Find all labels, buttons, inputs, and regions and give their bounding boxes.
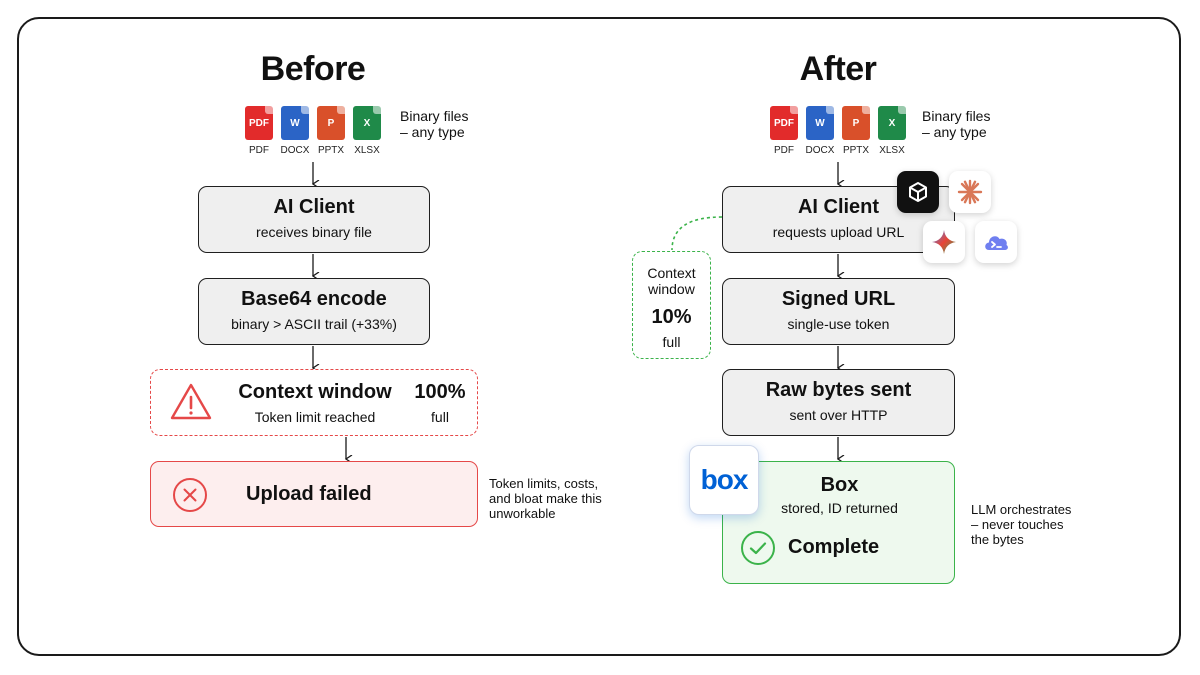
after-file-pptx: P PPTX [838,106,874,156]
upload-failed-node: Upload failed [150,461,478,527]
before-note-line: and bloat make this [489,491,602,506]
pdf-file-icon: PDF [770,106,798,140]
before-files-note: Binary files – any type [400,108,468,140]
raw-bytes-node: Raw bytes sent sent over HTTP [722,369,955,436]
box-storage-node: Box stored, ID returned Complete [722,461,955,584]
file-type-label: XLSX [879,145,905,156]
terminal-cloud-icon [975,221,1017,263]
context-percent-label: full [431,409,449,425]
powerpoint-file-icon: P [317,106,345,140]
context-title-line: Context [647,265,696,281]
file-type-label: PPTX [317,145,345,156]
node-subtitle: receives binary file [256,224,372,240]
node-title: AI Client [797,196,880,218]
node-subtitle: requests upload URL [772,224,905,240]
file-type-label: XLSX [354,145,380,156]
context-percent: 10% [651,306,692,328]
signed-url-node: Signed URL single-use token [722,278,955,345]
node-subtitle: binary > ASCII trail (+33%) [231,316,397,332]
pdf-file-icon: PDF [245,106,273,140]
file-type-label: PPTX [842,145,870,156]
file-type-label: DOCX [280,145,310,156]
complete-label: Complete [788,536,880,558]
before-file-xlsx: X XLSX [349,106,385,156]
after-files-note: Binary files – any type [922,108,990,140]
before-file-pdf: PDF PDF [241,106,277,156]
excel-file-icon: X [878,106,906,140]
file-type-label: PDF [774,145,794,156]
powerpoint-file-icon: P [842,106,870,140]
context-percent: 100% [414,381,466,403]
files-note-line: Binary files [922,108,991,124]
sparkle-icon [923,221,965,263]
word-file-icon: W [281,106,309,140]
before-context-window-node: Context window Token limit reached 100% … [150,369,478,436]
after-file-xlsx: X XLSX [874,106,910,156]
node-subtitle: sent over HTTP [789,407,888,423]
node-subtitle: single-use token [787,316,890,332]
upload-failed-label: Upload failed [246,483,372,505]
after-heading: After [799,50,877,88]
file-type-label: DOCX [805,145,835,156]
files-note-line: Binary files [400,108,469,124]
files-note-line: – any type [922,124,987,140]
after-note: LLM orchestrates – never touches the byt… [971,502,1071,547]
after-file-docx: W DOCX [802,106,838,156]
base64-encode-node: Base64 encode binary > ASCII trail (+33%… [198,278,430,345]
before-file-pptx: P PPTX [313,106,349,156]
files-note-line: – any type [400,124,465,140]
word-file-icon: W [806,106,834,140]
before-file-docx: W DOCX [277,106,313,156]
excel-file-icon: X [353,106,381,140]
context-title-line: window [648,281,695,297]
cube-icon [897,171,939,213]
after-context-window-node: Context window 10% full [632,251,711,359]
after-note-line: LLM orchestrates [971,502,1072,517]
node-title: AI Client [273,196,355,218]
after-note-line: the bytes [971,532,1024,547]
before-note-line: unworkable [489,506,556,521]
after-note-line: – never touches [971,517,1064,532]
file-type-label: PDF [249,145,269,156]
context-link-dashed [671,216,723,251]
context-title: Context window [238,381,392,403]
box-title: Box [820,474,859,496]
warning-icon [170,383,212,420]
after-file-pdf: PDF PDF [766,106,802,156]
box-logo: box [689,445,759,515]
context-percent-label: full [662,334,681,350]
box-subtitle: stored, ID returned [781,500,898,516]
error-x-icon [173,478,207,512]
before-note-line: Token limits, costs, [489,476,599,491]
node-title: Raw bytes sent [765,379,912,401]
checkmark-icon [741,531,775,565]
before-note: Token limits, costs, and bloat make this… [489,476,602,521]
node-title: Signed URL [781,288,896,310]
diagram-frame [17,17,1181,656]
before-ai-client-node: AI Client receives binary file [198,186,430,253]
node-title: Base64 encode [241,288,387,310]
starburst-icon [949,171,991,213]
context-subtitle: Token limit reached [254,409,376,425]
before-heading: Before [260,50,366,88]
